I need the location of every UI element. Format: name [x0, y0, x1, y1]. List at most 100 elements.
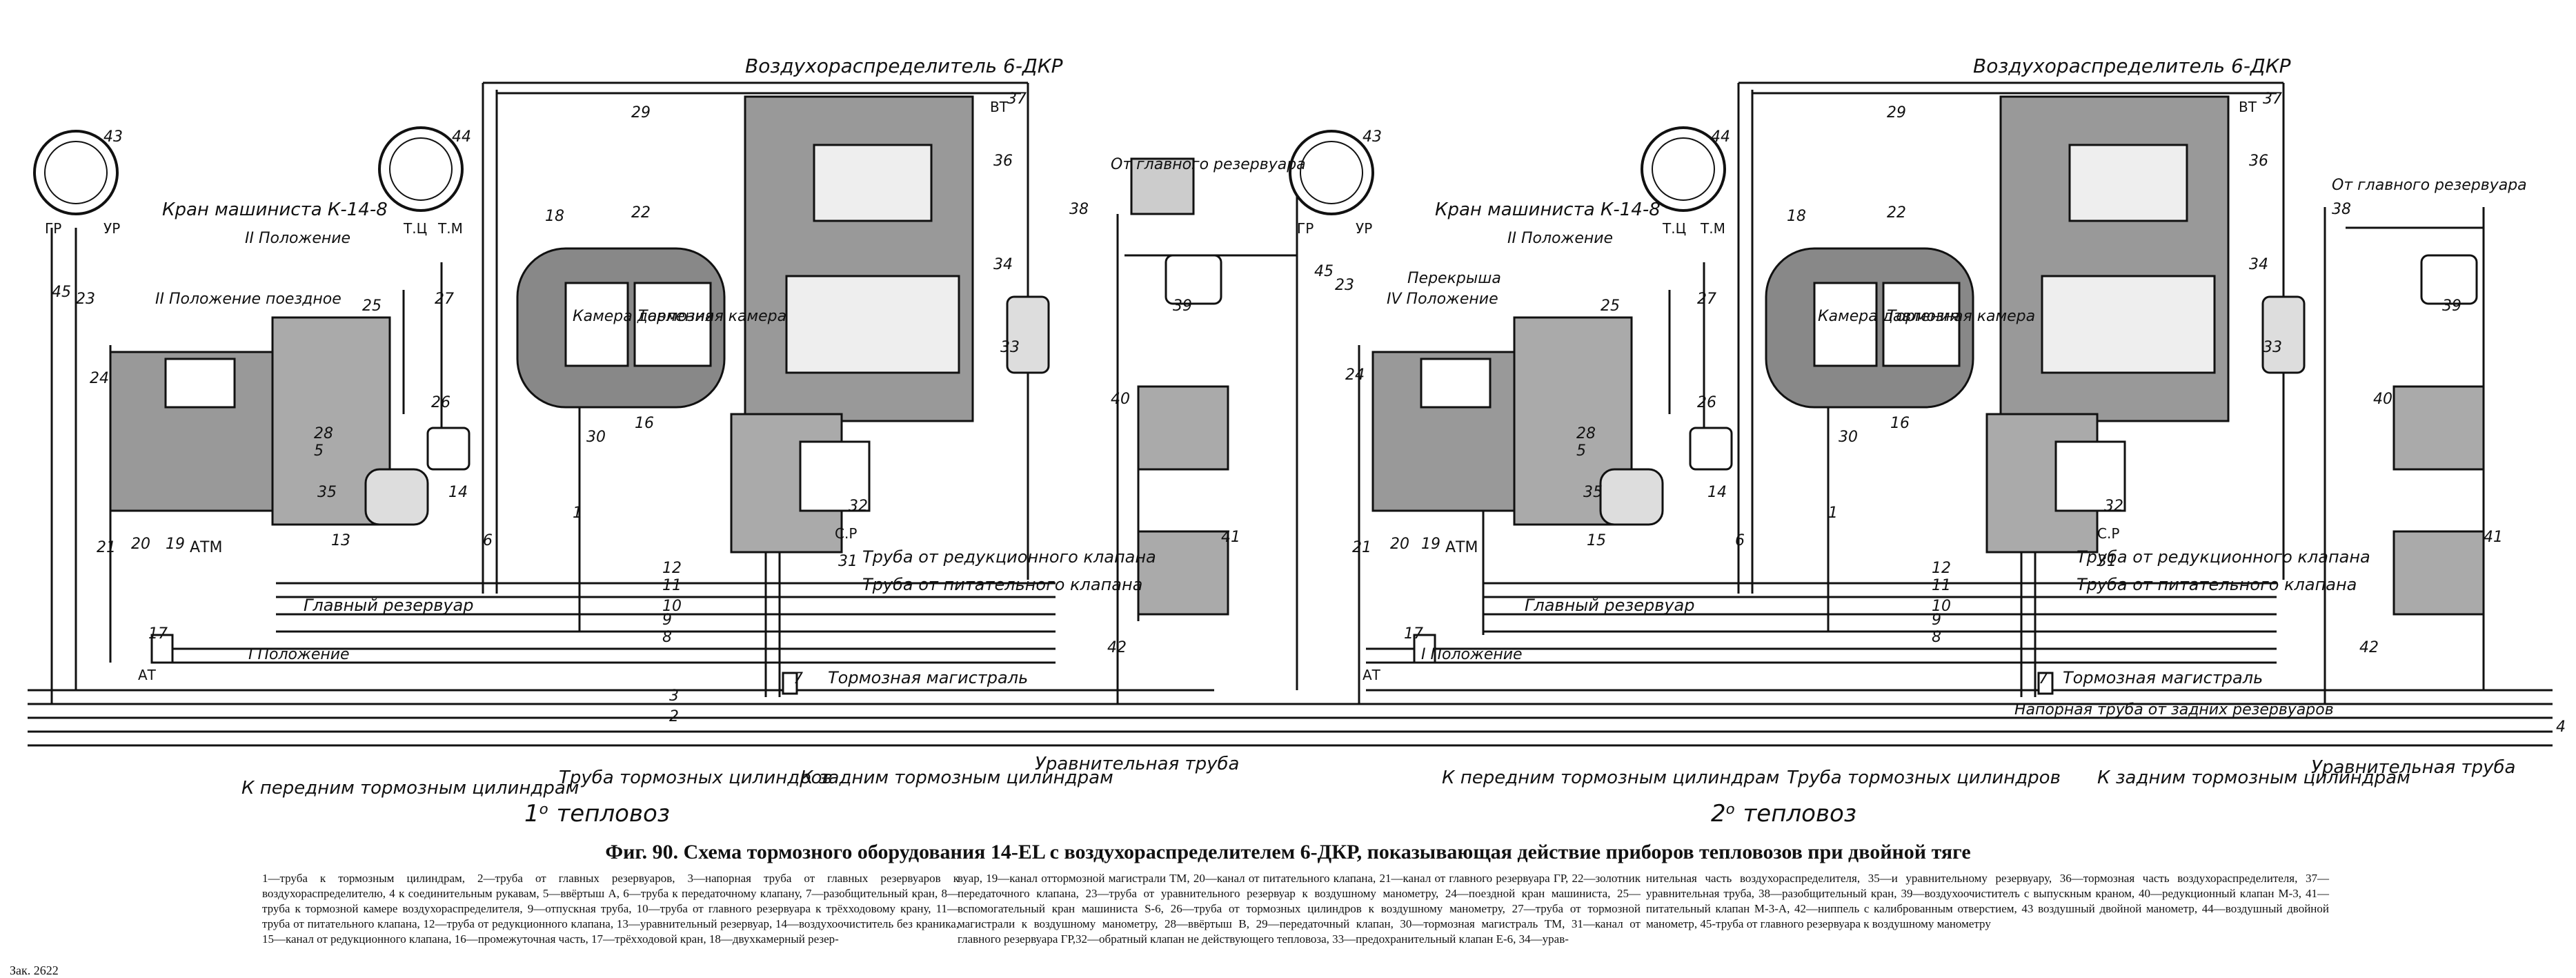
part-number-31: 31: [2097, 553, 2117, 570]
part-number-39: 39: [2442, 297, 2461, 315]
part-number-20: 20: [131, 536, 150, 553]
part-number-39: 39: [1173, 297, 1192, 315]
label-tc-2: Т.Ц: [1662, 220, 1686, 237]
loco2-brake-main: Тормозная магистраль: [2063, 668, 2263, 687]
part-number-32: 32: [2104, 498, 2123, 515]
part-number-21: 21: [97, 539, 116, 556]
part-number-15: 15: [1587, 532, 1606, 549]
part-number-13: 13: [331, 532, 350, 549]
part-number-40: 40: [1111, 391, 1130, 408]
loco1-atm: АТМ: [190, 539, 222, 556]
part-number-22: 22: [631, 204, 651, 222]
part-number-31: 31: [838, 553, 858, 570]
loco2-chamber-brake: Тормозная камера: [1887, 308, 2035, 325]
part-number-37: 37: [2263, 90, 2282, 108]
part-number-17: 17: [1404, 625, 1423, 643]
loco2-atm: АТМ: [1445, 539, 1478, 556]
loco2-main-pipe-rear: Напорная труба от задних резервуаров: [2014, 701, 2334, 718]
loco1-pipe-reducing: Труба от редукционного клапана: [862, 547, 1156, 567]
part-number-16: 16: [1890, 415, 1910, 432]
part-number-22: 22: [1887, 204, 1906, 222]
part-number-28: 28: [1576, 425, 1596, 442]
part-number-44: 44: [452, 128, 471, 146]
part-number-14: 14: [1707, 484, 1727, 501]
label-vt-2: ВТ: [2239, 99, 2257, 115]
part-number-23: 23: [1335, 277, 1354, 294]
part-number-33: 33: [1000, 339, 1020, 356]
brake-schematic-diagram: Воздухораспределитель 6-ДКР Воздухораспр…: [28, 55, 2566, 828]
part-number-40: 40: [2373, 391, 2392, 408]
loco1-chamber-pressure: Камера давления: [573, 308, 714, 325]
part-number-38: 38: [2332, 201, 2351, 218]
loco1-to-rear-cyl: К задним тормозным цилиндрам: [800, 767, 1113, 788]
loco1-brake-main: Тормозная магистраль: [828, 668, 1028, 687]
loco1-pos1-label: I Положение: [248, 646, 350, 663]
part-number-9: 9: [1932, 612, 1941, 629]
loco2-equalizing-pipe: Уравнительная труба: [2311, 757, 2515, 778]
part-number-36: 36: [2249, 153, 2268, 170]
loco1-air-distributor-label: Воздухораспределитель 6-ДКР: [745, 55, 1063, 77]
part-number-19: 19: [166, 536, 185, 553]
part-number-37: 37: [1007, 90, 1027, 108]
loco2-to-rear-cyl: К задним тормозным цилиндрам: [2097, 767, 2410, 788]
label-gr-1: ГР: [45, 220, 61, 237]
label-ur-1: УР: [103, 220, 120, 237]
part-number-30: 30: [1839, 429, 1858, 446]
part-number-18: 18: [1787, 208, 1806, 225]
loco2-chamber-pressure: Камера давления: [1818, 308, 1959, 325]
diagram-labels: Воздухораспределитель 6-ДКР Воздухораспр…: [45, 55, 2527, 828]
part-number-42: 42: [2359, 639, 2379, 656]
part-number-12: 12: [1932, 560, 1951, 577]
part-number-35: 35: [1583, 484, 1603, 501]
part-number-14: 14: [448, 484, 468, 501]
part-number-5: 5: [1576, 442, 1586, 460]
part-number-1: 1: [1828, 505, 1838, 522]
loco2-to-front-cyl: К передним тормозным цилиндрам: [1442, 767, 1779, 788]
gauges: [33, 126, 1726, 215]
part-number-7: 7: [793, 670, 803, 687]
label-gr-2: ГР: [1297, 220, 1314, 237]
label-cr-1: С.Р: [835, 525, 857, 542]
part-number-29: 29: [1887, 104, 1906, 121]
part-number-8: 8: [1932, 629, 1941, 646]
part-number-12: 12: [662, 560, 682, 577]
part-number-45: 45: [52, 284, 71, 301]
part-number-32: 32: [849, 498, 868, 515]
loco2-main-reservoir: Главный резервуар: [1525, 596, 1694, 615]
legend-part-2: вуар, 19—канал оттормозной магистрали ТМ…: [958, 872, 1641, 946]
part-number-19: 19: [1421, 536, 1440, 553]
part-number-38: 38: [1069, 201, 1089, 218]
part-number-25: 25: [362, 297, 382, 315]
label-cr-2: С.Р: [2097, 525, 2119, 542]
part-number-25: 25: [1601, 297, 1620, 315]
pipe-network: [28, 81, 2553, 747]
part-number-1: 1: [573, 505, 582, 522]
part-number-18: 18: [545, 208, 564, 225]
part-number-11: 11: [662, 577, 682, 594]
part-number-7: 7: [2039, 670, 2048, 687]
part-number-30: 30: [586, 429, 606, 446]
loco2-driver-valve-label: Кран машиниста К-14-8: [1435, 199, 1661, 220]
loco2-overlap-label: Перекрыша: [1407, 270, 1501, 287]
print-mark: Зак. 2622: [10, 964, 59, 977]
part-number-21: 21: [1352, 539, 1371, 556]
part-number-27: 27: [435, 291, 454, 308]
part-number-44: 44: [1711, 128, 1730, 146]
part-number-8: 8: [662, 629, 672, 646]
part-number-41: 41: [2484, 529, 2503, 546]
small-fittings: [150, 254, 2478, 695]
part-number-20: 20: [1390, 536, 1409, 553]
part-number-9: 9: [662, 612, 672, 629]
figure-caption: Фиг. 90. Схема тормозного оборудования 1…: [605, 841, 1971, 863]
loco2-pipe-feed: Труба от питательного клапана: [2077, 575, 2357, 594]
part-number-24: 24: [1345, 366, 1365, 384]
part-number-29: 29: [631, 104, 651, 121]
part-number-10: 10: [662, 598, 682, 615]
part-number-4: 4: [2556, 718, 2566, 736]
loco1-pipe-feed: Труба от питательного клапана: [862, 575, 1142, 594]
loco1-main-reservoir: Главный резервуар: [304, 596, 473, 615]
part-number-10: 10: [1932, 598, 1951, 615]
loco1-driver-valve-label: Кран машиниста К-14-8: [162, 199, 388, 220]
part-number-45: 45: [1314, 263, 1334, 280]
